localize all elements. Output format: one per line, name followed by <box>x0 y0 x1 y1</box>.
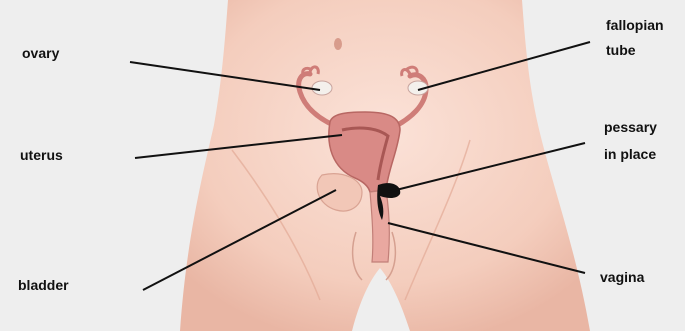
label-ovary-text: ovary <box>22 44 59 63</box>
label-bladder-text: bladder <box>18 276 69 295</box>
label-ovary: ovary <box>22 44 59 63</box>
navel <box>334 38 342 50</box>
ovary-left <box>312 81 332 95</box>
label-pessary-line1: pessary <box>604 118 657 137</box>
label-vagina: vagina <box>600 268 644 287</box>
label-pessary-line2: in place <box>604 145 657 164</box>
label-vagina-text: vagina <box>600 268 644 287</box>
label-uterus-text: uterus <box>20 146 63 165</box>
label-bladder: bladder <box>18 276 69 295</box>
label-fallopian-line1: fallopian <box>606 16 664 35</box>
label-fallopian-line2: tube <box>606 41 664 60</box>
label-uterus: uterus <box>20 146 63 165</box>
label-fallopian-tube: fallopian tube <box>606 16 664 60</box>
label-pessary: pessary in place <box>604 118 657 164</box>
